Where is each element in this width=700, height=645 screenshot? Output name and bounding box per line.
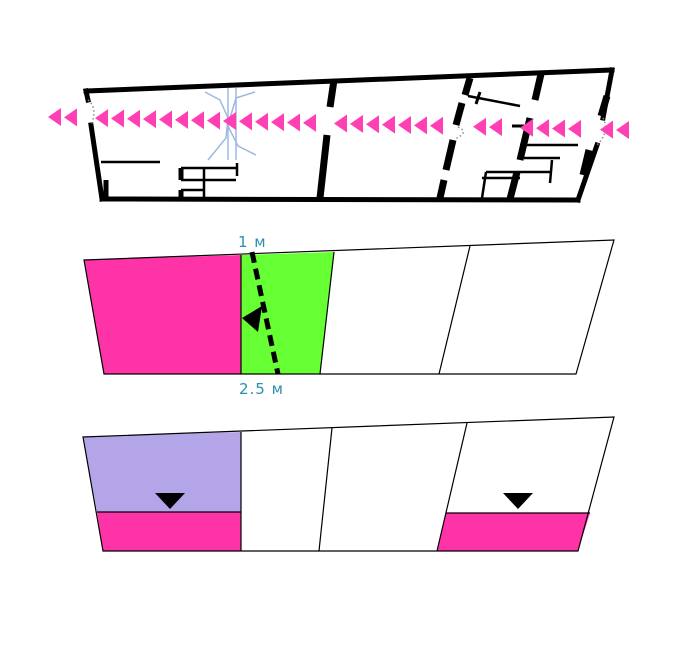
left-triangle-icon [48,108,61,126]
zone-magenta [84,255,241,374]
zone-lavender [83,432,241,512]
left-triangle-icon [64,108,77,127]
left-triangle-icon [334,114,347,133]
left-triangle-icon [414,116,427,135]
left-triangle-icon [287,113,300,132]
flow-arrows [48,108,629,139]
left-triangle-icon [382,115,395,134]
zone-magenta-left [97,512,241,551]
outer-walls [83,67,615,204]
left-triangle-icon [536,119,549,138]
left-triangle-icon [242,306,262,332]
left-triangle-icon [303,113,316,132]
left-triangle-icon [223,112,236,131]
top-width-label: 1 м [238,233,267,251]
left-triangle-icon [552,119,565,138]
left-triangle-icon [239,112,252,131]
down-triangle-icon [155,493,185,509]
left-triangle-icon [473,117,486,136]
left-triangle-icon [600,120,613,139]
left-triangle-icon [207,111,220,130]
zone-diagram-1: 1 м 2.5 м [83,233,615,398]
bottom-width-label: 2.5 м [239,380,284,398]
dimension-line [249,251,281,375]
floor-plan [48,67,629,204]
outline-1 [83,239,615,375]
left-triangle-icon [255,112,268,131]
zone-diagram-2 [82,416,615,552]
left-triangle-icon [616,121,629,139]
left-triangle-icon [271,113,284,132]
down-triangle-icon [503,493,533,509]
left-triangle-icon [143,110,156,129]
left-triangle-icon [350,114,363,133]
left-triangle-icon [366,115,379,134]
left-triangle-icon [520,118,533,137]
left-triangle-icon [430,116,443,135]
outline-2 [82,416,615,552]
left-triangle-icon [191,111,204,130]
left-triangle-icon [127,109,140,128]
left-triangle-icon [568,119,581,138]
left-triangle-icon [398,116,411,135]
dotted-openings [87,99,607,146]
left-triangle-icon [489,118,502,137]
interior-walls [101,73,611,200]
left-triangle-icon [159,110,172,129]
left-triangle-icon [175,110,188,129]
zone-green [241,252,334,374]
left-triangle-icon [111,109,124,128]
left-triangle-icon [95,109,108,128]
zone-magenta-right [437,513,590,551]
